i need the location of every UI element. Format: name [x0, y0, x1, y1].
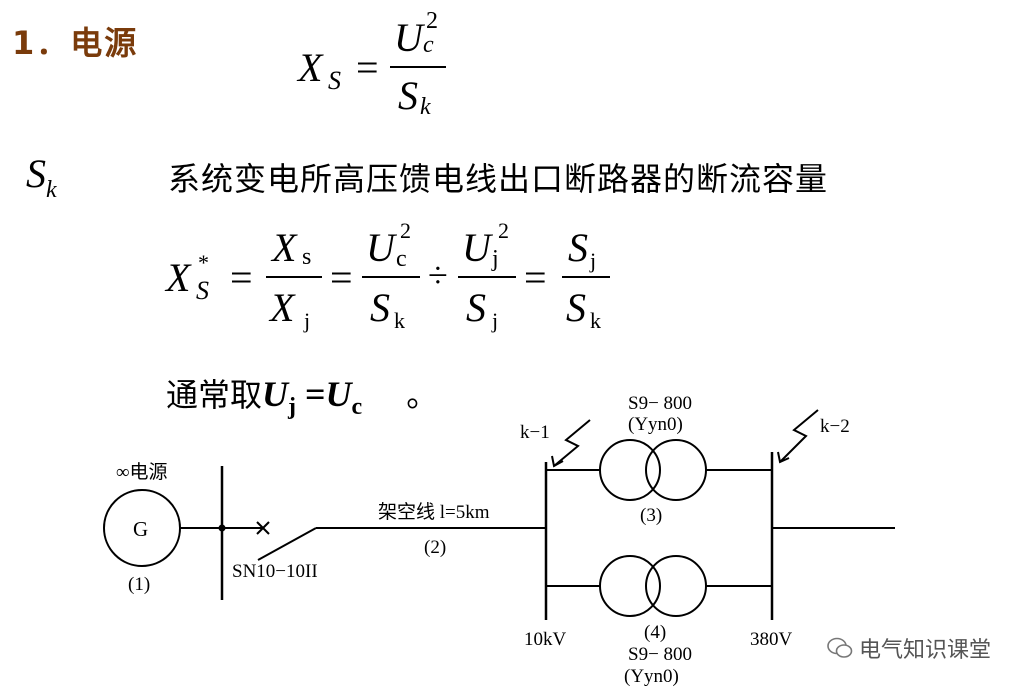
formula-xs-lhs-sub: S: [328, 66, 341, 95]
section-heading: 1．电源: [12, 24, 139, 62]
t3-coil-2: [645, 439, 707, 501]
f2-lhs-sub: S: [196, 276, 209, 305]
junction-dot: [218, 524, 226, 532]
usual-prefix: 通常取: [166, 376, 263, 414]
sk-sub: k: [46, 177, 57, 203]
t4-conn: (Yyn0): [624, 666, 679, 687]
f2-f2-num-sup: 2: [400, 218, 411, 243]
t4-coil-1: [599, 555, 661, 617]
t3-coil-1: [599, 439, 661, 501]
label-2: (2): [424, 537, 446, 558]
f2-f3-num-sub: j: [492, 246, 499, 272]
f2-f3-num: U: [462, 225, 491, 270]
f2-lhs: X: [166, 255, 191, 300]
usual-sub-c: c: [351, 394, 363, 420]
k1-arrow: [553, 419, 591, 467]
f2-f4-num: S: [568, 225, 588, 270]
label-380v: 380V: [750, 629, 793, 650]
breaker-blade: [257, 527, 317, 561]
label-3: (3): [640, 505, 662, 526]
watermark: 电气知识课堂: [827, 632, 991, 664]
formula-xs-den: S: [398, 73, 418, 118]
usual-eq: =: [296, 374, 326, 414]
fraction-bar: [390, 66, 446, 68]
t4-coil-2: [645, 555, 707, 617]
f2-f1-num-sub: s: [302, 244, 312, 270]
formula-xs-num-sub: c: [423, 32, 434, 58]
sk-description: 系统变电所高压馈电线出口断路器的断流容量: [168, 160, 829, 198]
equals-sign: =: [230, 255, 253, 300]
f2-f1-den: X: [270, 285, 295, 330]
equals-sign: =: [356, 45, 379, 90]
generator-circle: [103, 489, 181, 567]
k2-arrow: [779, 409, 819, 463]
formula-xs: X S = U c 2 S k: [298, 8, 458, 120]
formula-xs-num-sup: 2: [426, 8, 438, 34]
equals-sign: =: [524, 255, 547, 300]
k2-label: k−2: [820, 416, 850, 437]
sk-symbol: Sk: [26, 150, 57, 203]
equals-sign: =: [330, 255, 353, 300]
fraction-bar: [458, 276, 516, 278]
f2-f2-num: U: [366, 225, 395, 270]
fraction-bar: [562, 276, 610, 278]
formula-xs-num: U: [394, 15, 423, 60]
f2-f3-den-sub: j: [492, 308, 499, 333]
label-1: (1): [128, 574, 150, 595]
label-4: (4): [644, 622, 666, 643]
usual-sub-j: j: [288, 394, 297, 420]
t3-name: S9− 800: [628, 393, 692, 414]
wechat-icon: [827, 637, 853, 658]
t3-conn: (Yyn0): [628, 414, 683, 435]
f2-f2-num-sub: c: [396, 246, 407, 272]
f2-f4-den: S: [566, 285, 586, 330]
watermark-text: 电气知识课堂: [858, 638, 991, 663]
f2-f4-num-sub: j: [590, 248, 597, 273]
formula-xs-den-sub: k: [420, 94, 431, 120]
fraction-bar: [266, 276, 322, 278]
k2-arrow-head: [777, 451, 790, 464]
breaker-label: SN10−10II: [232, 561, 318, 582]
source-label: ∞电源: [116, 461, 168, 483]
formula-xs-star: X S * = X s X j = U c 2 S k ÷ U j 2 S j …: [166, 218, 626, 342]
line-label: 架空线 l=5km: [378, 501, 490, 523]
f2-lhs-sup: *: [198, 250, 209, 275]
t4-name: S9− 800: [628, 644, 692, 665]
usual-u2: U: [325, 374, 352, 414]
f2-f2-den-sub: k: [394, 308, 405, 333]
k1-label: k−1: [520, 422, 550, 443]
generator-label: G: [133, 517, 148, 541]
formula-xs-lhs: X: [298, 45, 323, 90]
k1-arrow-head: [551, 455, 564, 468]
f2-f3-num-sup: 2: [498, 218, 509, 243]
breaker-x1: [256, 521, 270, 535]
sk-base: S: [26, 151, 46, 196]
f2-f3-den: S: [466, 285, 486, 330]
f2-f2-den: S: [370, 285, 390, 330]
divide-sign: ÷: [428, 255, 448, 295]
f2-f1-den-sub: j: [304, 308, 311, 333]
breaker-x2: [256, 521, 270, 535]
usual-end: 。: [406, 376, 439, 414]
fraction-bar: [362, 276, 420, 278]
usual-u1: U: [262, 374, 289, 414]
usual-note: 通常取Uj =Uc。: [166, 370, 439, 420]
label-10kv: 10kV: [524, 629, 567, 650]
f2-f4-den-sub: k: [590, 308, 601, 333]
f2-f1-num: X: [272, 225, 297, 270]
